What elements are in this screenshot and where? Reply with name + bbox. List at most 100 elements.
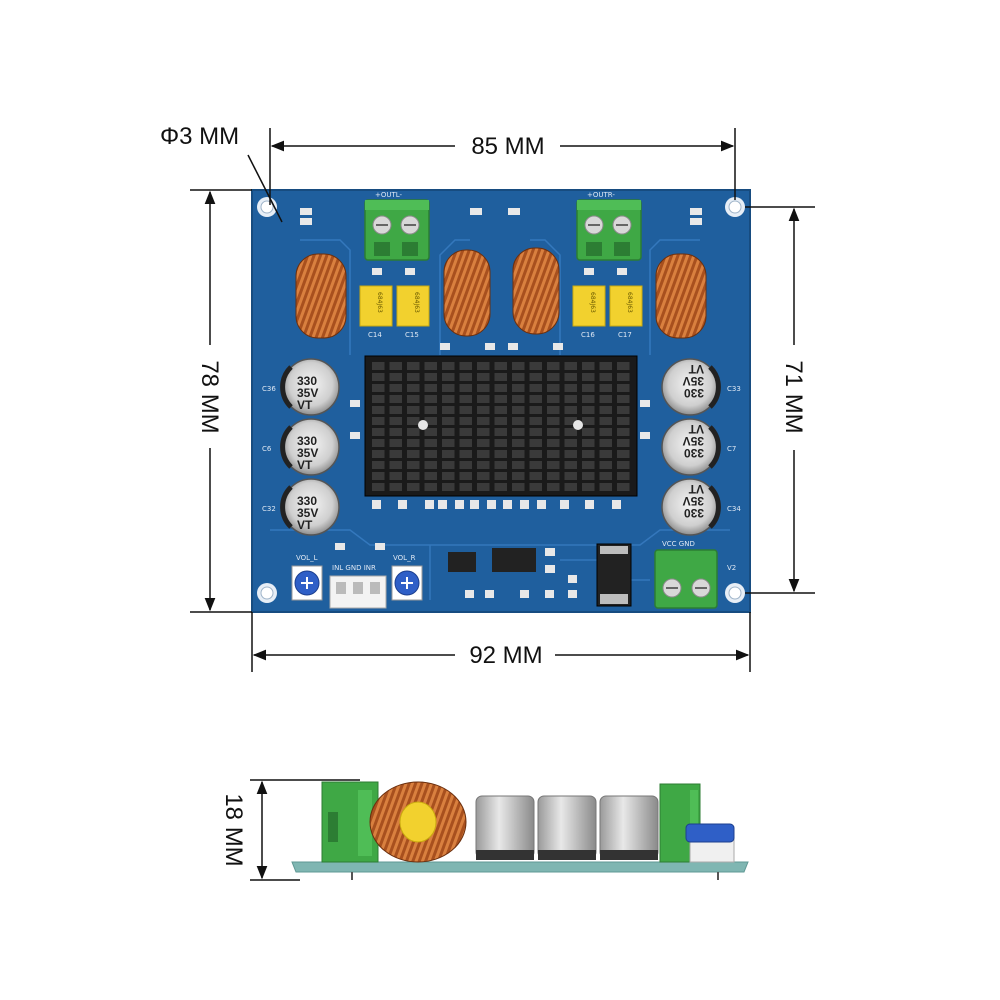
svg-text:35V: 35V bbox=[297, 446, 318, 460]
pcb-traces bbox=[270, 239, 730, 600]
heatsink-fin bbox=[477, 450, 490, 458]
heatsink-fin bbox=[547, 450, 560, 458]
heatsink-fin bbox=[617, 472, 630, 480]
heatsink-fin bbox=[564, 461, 577, 469]
electrolytic-capacitors-left: 330 35V VT 330 35V VT 330 35V VT bbox=[280, 358, 340, 536]
heatsink-fin bbox=[372, 406, 385, 414]
heatsink bbox=[364, 355, 638, 497]
heatsink-fin bbox=[617, 406, 630, 414]
silk-vol-right: VOL_R bbox=[393, 554, 416, 562]
heatsink-fin bbox=[477, 417, 490, 425]
heatsink-fin bbox=[582, 483, 595, 491]
capacitor-c7: 330 35V VT bbox=[661, 418, 721, 476]
heatsink-fin bbox=[424, 362, 437, 370]
heatsink-fin bbox=[547, 461, 560, 469]
heatsink-fin bbox=[529, 450, 542, 458]
silk-c32: C32 bbox=[262, 505, 276, 513]
heatsink-fin bbox=[494, 472, 507, 480]
silk-c36: C36 bbox=[262, 385, 276, 393]
heatsink-fin bbox=[442, 395, 455, 403]
heatsink-fin bbox=[547, 428, 560, 436]
heatsink-fin bbox=[407, 428, 420, 436]
heatsink-fin bbox=[564, 439, 577, 447]
heatsink-fin bbox=[372, 439, 385, 447]
heatsink-fin bbox=[547, 406, 560, 414]
pcb-top-view: +OUTL- +OUTR- bbox=[251, 189, 751, 613]
heatsink-fin bbox=[599, 461, 612, 469]
label-85mm: 85 MM bbox=[471, 133, 544, 160]
label-92mm: 92 MM bbox=[469, 642, 542, 669]
label-18mm: 18 MM bbox=[220, 793, 247, 866]
heatsink-fin bbox=[582, 406, 595, 414]
heatsink-fin bbox=[442, 439, 455, 447]
heatsink-fin bbox=[494, 395, 507, 403]
heatsink-fin bbox=[442, 461, 455, 469]
heatsink-fin bbox=[459, 450, 472, 458]
heatsink-fin bbox=[389, 439, 402, 447]
heatsink-fin bbox=[459, 417, 472, 425]
heatsink-fin bbox=[617, 384, 630, 392]
terminal-power bbox=[654, 549, 718, 609]
heatsink-fin bbox=[424, 472, 437, 480]
heatsink-fin bbox=[477, 384, 490, 392]
heatsink-fin bbox=[424, 461, 437, 469]
heatsink-fin bbox=[389, 384, 402, 392]
heatsink-fin bbox=[407, 483, 420, 491]
film-capacitor-c14: 684J63 bbox=[359, 285, 393, 327]
svg-text:330: 330 bbox=[684, 386, 704, 400]
label-hole-diameter: Φ3 MM bbox=[160, 123, 239, 150]
heatsink-fin bbox=[599, 373, 612, 381]
film-capacitor-c17: 684J63 bbox=[609, 285, 643, 327]
heatsink-fin bbox=[494, 406, 507, 414]
silk-out-right: +OUTR- bbox=[587, 191, 615, 199]
svg-text:330: 330 bbox=[297, 374, 317, 388]
heatsink-fin bbox=[424, 428, 437, 436]
label-71mm: 71 MM bbox=[780, 360, 807, 433]
smd-components-bottom bbox=[335, 543, 577, 598]
pcb-side-view bbox=[291, 781, 749, 880]
heatsink-fin bbox=[512, 428, 525, 436]
heatsink-fin bbox=[424, 384, 437, 392]
heatsink-fin bbox=[389, 450, 402, 458]
heatsink-fin bbox=[617, 417, 630, 425]
label-78mm: 78 MM bbox=[196, 360, 223, 433]
heatsink-fin bbox=[529, 417, 542, 425]
dimension-85mm: 85 MM bbox=[270, 133, 735, 160]
smd-components-middle bbox=[350, 400, 650, 509]
ic-chips bbox=[448, 548, 536, 572]
heatsink-fin bbox=[582, 472, 595, 480]
heatsink-fin bbox=[424, 450, 437, 458]
svg-text:684J63: 684J63 bbox=[589, 292, 596, 313]
heatsink-fin bbox=[512, 461, 525, 469]
heatsink-fin bbox=[459, 362, 472, 370]
heatsink-fin bbox=[582, 384, 595, 392]
input-header bbox=[329, 575, 387, 609]
silk-power: VCC GND bbox=[662, 540, 695, 548]
heatsink-fin bbox=[407, 417, 420, 425]
dimension-92mm: 92 MM bbox=[252, 642, 750, 669]
heatsink-fin bbox=[494, 384, 507, 392]
mounting-hole-top-right bbox=[725, 197, 745, 217]
heatsink-fin bbox=[389, 428, 402, 436]
heatsink-fin bbox=[407, 384, 420, 392]
heatsink-fin bbox=[529, 439, 542, 447]
heatsink-fin bbox=[564, 406, 577, 414]
heatsink-fin bbox=[459, 406, 472, 414]
dimension-78mm: 78 MM bbox=[196, 190, 223, 612]
heatsink-fin bbox=[617, 439, 630, 447]
power-diode bbox=[596, 543, 632, 607]
heatsink-fin bbox=[494, 428, 507, 436]
heatsink-fin bbox=[582, 461, 595, 469]
mounting-hole-bottom-left bbox=[257, 583, 277, 603]
heatsink-fin bbox=[407, 472, 420, 480]
capacitor-c32: 330 35V VT bbox=[280, 478, 340, 536]
heatsink-fin bbox=[372, 472, 385, 480]
heatsink-fin bbox=[547, 439, 560, 447]
mounting-hole-bottom-right bbox=[725, 583, 745, 603]
svg-text:35V: 35V bbox=[683, 494, 704, 508]
heatsink-fin bbox=[547, 472, 560, 480]
heatsink-fin bbox=[599, 483, 612, 491]
heatsink-fin bbox=[529, 384, 542, 392]
heatsink-fin bbox=[512, 439, 525, 447]
heatsink-fin bbox=[529, 483, 542, 491]
